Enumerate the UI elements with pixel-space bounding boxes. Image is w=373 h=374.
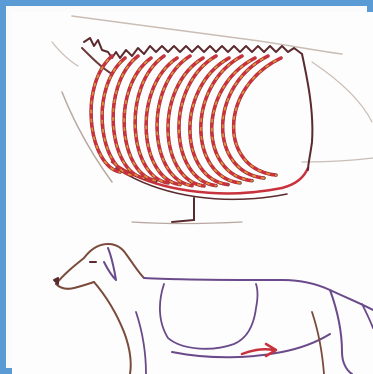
- rib-arc: [91, 56, 120, 172]
- rib-arcs: [91, 56, 281, 186]
- rib-arc: [113, 56, 144, 178]
- dog-sketch: [54, 244, 373, 374]
- rib-arc: [124, 58, 156, 181]
- rib-arc-highlight: [124, 58, 156, 181]
- drawing-paper: [12, 12, 373, 374]
- rib-arc: [102, 58, 132, 175]
- rib-arc-highlight: [91, 56, 120, 172]
- rib-cage-dog-illustration: [12, 12, 373, 374]
- rib-arc-highlight: [113, 56, 144, 178]
- rib-arc-stripe: [135, 56, 168, 183]
- rib-arc-stripe: [113, 56, 144, 178]
- rib-arc-highlight: [102, 58, 132, 175]
- rib-arc-stripe: [91, 56, 120, 172]
- rib-arc-stripe: [102, 58, 132, 175]
- rib-arc-highlight: [135, 56, 168, 183]
- rib-arc-stripe: [124, 58, 156, 181]
- rib-arc: [135, 56, 168, 183]
